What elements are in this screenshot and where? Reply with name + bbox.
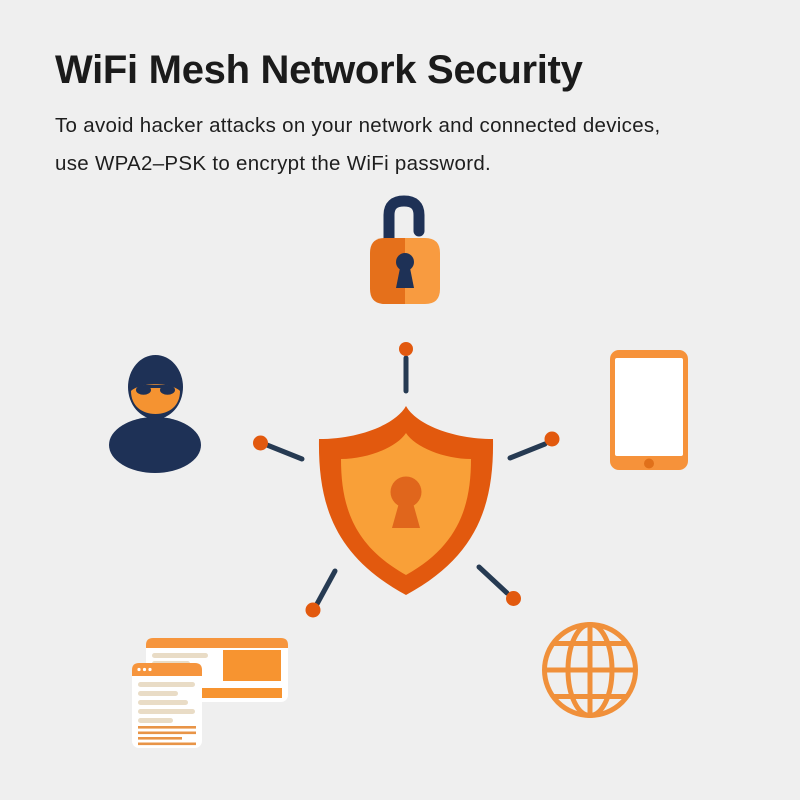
tablet-icon: [610, 350, 688, 470]
connector-line-bottom-right: [476, 564, 510, 596]
browser-window-front: [132, 663, 202, 748]
hacker-icon: [109, 355, 201, 473]
unlocked-padlock-icon: [370, 195, 440, 304]
subtitle-line-1: To avoid hacker attacks on your network …: [55, 114, 661, 137]
connector-dot-top: [399, 342, 413, 356]
window-control-dots: [137, 667, 152, 672]
connector-spokes: [264, 355, 548, 607]
page-title: WiFi Mesh Network Security: [55, 48, 583, 92]
padlock-keyhole: [396, 253, 414, 288]
connector-line-right: [507, 441, 548, 461]
browser-hero-image: [223, 650, 281, 681]
connector-dots: [253, 342, 560, 618]
shield-keyhole: [390, 476, 422, 528]
tablet-screen: [615, 358, 683, 456]
hacker-glasses: [136, 385, 175, 395]
browser-banner-strip: [202, 688, 282, 698]
browser-text-lines: [138, 682, 195, 723]
subtitle-line-2: use WPA2–PSK to encrypt the WiFi passwor…: [55, 152, 492, 175]
browser-windows-icon: [132, 638, 288, 748]
connector-dot-right: [544, 431, 560, 447]
connector-dot-left: [253, 435, 268, 451]
shield-keyhole-icon: [318, 406, 494, 595]
browser-highlight-lines: [138, 726, 196, 746]
header: WiFi Mesh Network Security To avoid hack…: [55, 48, 755, 183]
connector-line-bottom-left: [314, 568, 338, 607]
connector-dot-bottom-left: [305, 602, 321, 618]
globe-icon: [542, 622, 638, 718]
tablet-home-button: [644, 458, 654, 469]
connector-dot-bottom-right: [506, 591, 521, 606]
connector-line-left: [264, 442, 305, 462]
hacker-body: [109, 417, 201, 473]
padlock-shackle: [383, 195, 425, 250]
